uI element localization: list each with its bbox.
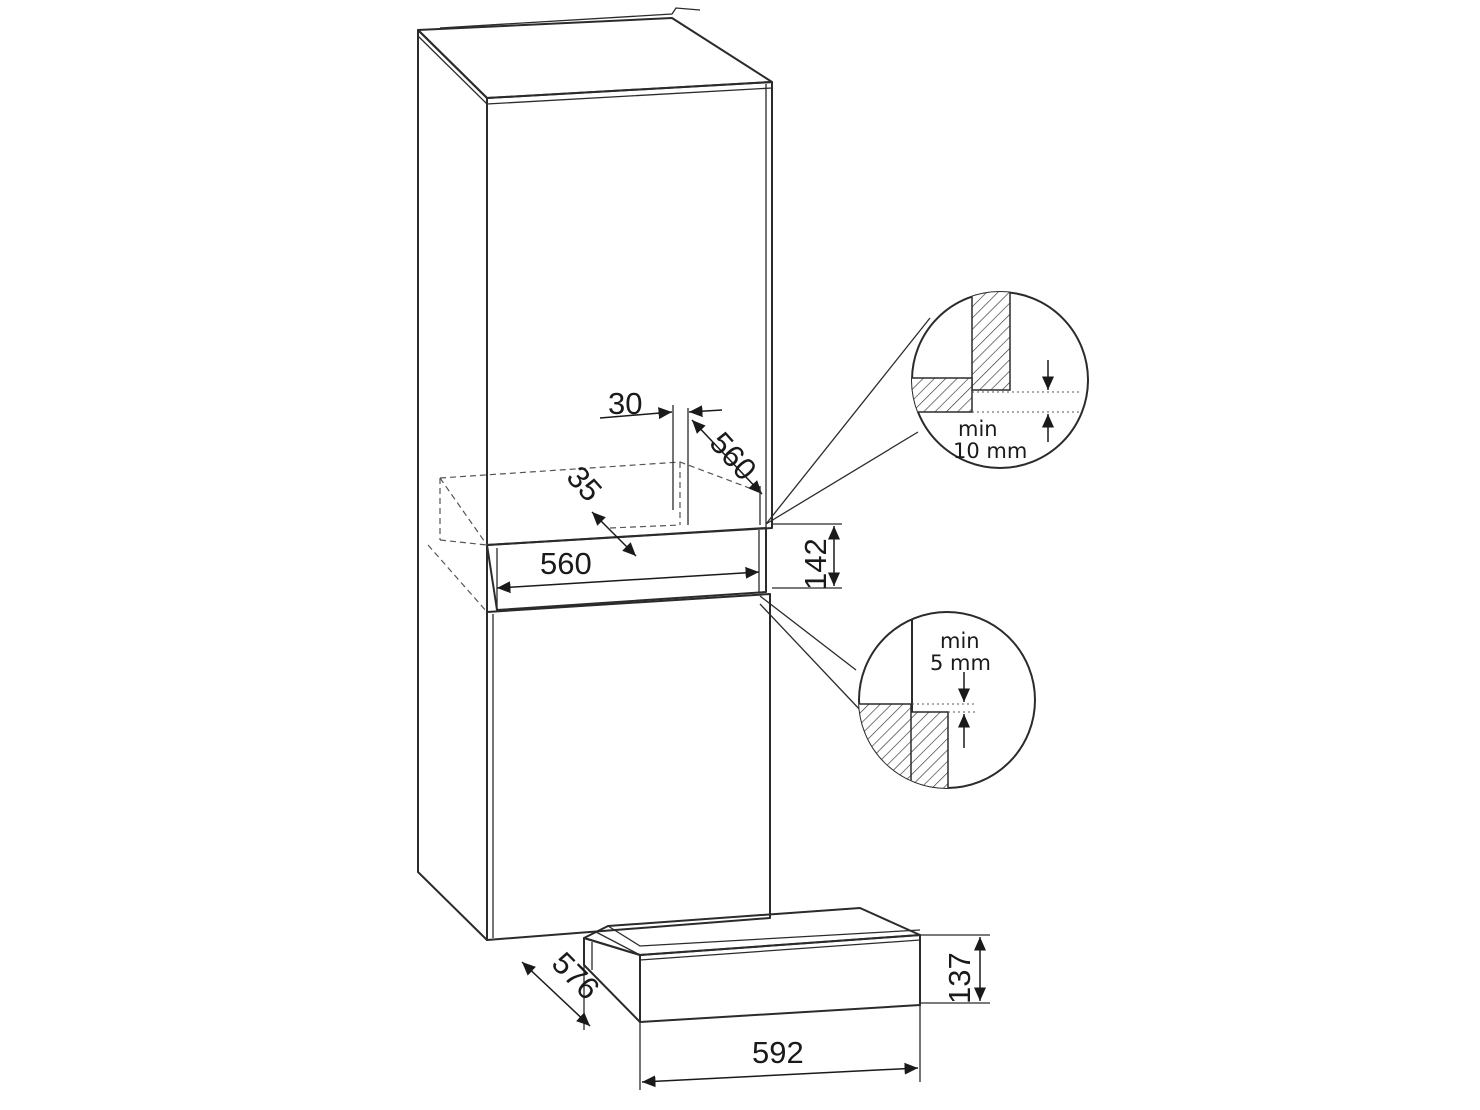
lower-front-panel [486, 593, 771, 941]
dim-offset-35: 35 [560, 459, 609, 508]
drawer-front [639, 934, 921, 1023]
cabinet-top-rim [439, 7, 701, 29]
base-panel-section [859, 703, 912, 788]
top-detail-value: 10 mm [953, 439, 1027, 463]
dim-niche-depth: 560 [703, 425, 764, 487]
cabinet-side [417, 29, 488, 941]
bottom-detail-value: 5 mm [930, 651, 991, 675]
drawer-section [909, 711, 949, 788]
dim-niche-width: 560 [540, 546, 592, 581]
dim-niche-height: 142 [798, 538, 833, 590]
warming-drawer [583, 907, 921, 1023]
dim-drawer-width: 592 [752, 1035, 804, 1070]
top-detail-callout: min 10 mm [765, 291, 1089, 525]
bottom-detail-min: min [940, 629, 980, 653]
cabinet-top-edge [417, 35, 773, 105]
dim-gap-30: 30 [608, 386, 642, 421]
top-detail-min: min [958, 417, 998, 441]
dim-drawer-depth: 576 [545, 945, 606, 1006]
vertical-panel-section [971, 292, 1011, 391]
cabinet-top [417, 17, 773, 99]
upper-front-panel [486, 81, 773, 546]
niche-dashed-outline [427, 461, 761, 613]
bottom-detail-callout: min 5 mm [759, 595, 1036, 789]
horizontal-panel-section [912, 377, 973, 413]
niche-dimensions: 30 560 35 560 142 [496, 386, 842, 594]
niche-opening [486, 527, 767, 611]
dim-drawer-height: 137 [942, 952, 977, 1004]
tall-cabinet [417, 7, 773, 941]
